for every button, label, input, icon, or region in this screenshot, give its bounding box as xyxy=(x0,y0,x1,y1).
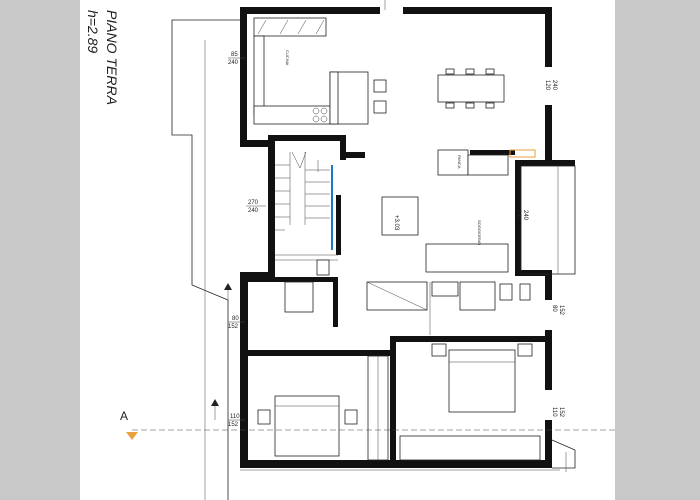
bath-tub xyxy=(459,281,496,311)
chair-5 xyxy=(465,102,475,109)
opening-left-4-bottom: 152 xyxy=(228,422,239,428)
wall-right-upper xyxy=(545,7,552,67)
drawing-title: PIANO TERRA xyxy=(104,10,120,105)
section-marker: A xyxy=(120,409,128,423)
opening-right-2-bottom: 140 xyxy=(515,210,521,221)
chair-4 xyxy=(445,102,455,109)
kitchen-counter-left xyxy=(253,35,265,117)
balcony xyxy=(520,165,576,275)
opening-left-1-top: 85 xyxy=(231,52,238,58)
stool-2 xyxy=(373,100,387,114)
wall-right-f xyxy=(545,330,552,390)
dining-table xyxy=(437,74,505,103)
opening-left-3-bottom: 152 xyxy=(228,324,239,330)
opening-right-4-top: 152 xyxy=(558,407,564,418)
wall-stair-inner xyxy=(336,195,341,255)
wall-right-b xyxy=(515,160,521,275)
room-label-soggiorno: SOGGIORNO xyxy=(477,220,482,245)
stool-1 xyxy=(373,79,387,93)
wall-stair-left xyxy=(268,140,275,275)
chair-6 xyxy=(485,102,495,109)
chair-3 xyxy=(485,68,495,75)
wall-top-left xyxy=(240,7,380,14)
hatch-1 xyxy=(257,19,267,35)
double-bed-second xyxy=(274,395,340,457)
bench xyxy=(437,149,469,176)
coffee-table xyxy=(381,196,419,236)
wall-right-g xyxy=(545,420,552,468)
room-label-panca: PANCA xyxy=(457,155,462,169)
double-bed-master xyxy=(448,349,516,413)
kitchen-counter-top xyxy=(253,17,327,37)
bench-long xyxy=(467,154,509,176)
sofa xyxy=(425,243,509,273)
room-label-cucina: CUCINA xyxy=(285,50,290,66)
drawing-subtitle: h=2.89 xyxy=(85,10,101,53)
site-boundary xyxy=(171,19,240,500)
hob-1 xyxy=(312,107,320,115)
wall-stair-right xyxy=(340,135,346,160)
arrow-left-2-head xyxy=(211,399,219,406)
wall-right-c xyxy=(515,160,575,166)
nightstand-second-2 xyxy=(344,409,358,425)
bath-wc xyxy=(499,283,513,301)
hob-2 xyxy=(320,107,328,115)
wall-stair-step xyxy=(340,152,365,158)
opening-right-3-bottom: 80 xyxy=(551,305,557,312)
wall-right-a xyxy=(545,105,552,160)
opening-left-1-bottom: 240 xyxy=(228,60,239,66)
wall-right-d xyxy=(515,270,545,276)
section-arrow xyxy=(126,432,138,440)
opening-left-2-bottom: 240 xyxy=(248,208,259,214)
wardrobe-master xyxy=(399,435,541,461)
opening-right-1-bottom: 120 xyxy=(544,80,550,91)
wall-top-right xyxy=(403,7,550,14)
wall-right-e xyxy=(545,270,552,300)
nightstand-master-2 xyxy=(517,343,533,357)
external-steps xyxy=(551,439,576,469)
nightstand-second-1 xyxy=(257,409,271,425)
wall-kitchen-left xyxy=(240,7,247,147)
wall-corridor-v xyxy=(333,277,338,327)
bath-bidet xyxy=(519,283,531,301)
chair-2 xyxy=(465,68,475,75)
opening-left-3-top: 80 xyxy=(232,316,239,322)
hob-4 xyxy=(320,115,328,123)
wall-mid-left xyxy=(240,350,395,356)
wall-kitchen-bottom xyxy=(240,140,275,147)
hob-3 xyxy=(312,115,320,123)
opening-right-2-top: 240 xyxy=(522,210,528,221)
window-accent xyxy=(509,149,536,158)
opening-left-2-top: 270 xyxy=(248,200,259,206)
wall-left-jog xyxy=(240,272,275,277)
hatch-4 xyxy=(315,19,325,35)
shelf-diagonal xyxy=(366,281,428,311)
wall-bath-divider xyxy=(390,336,396,466)
elevation-label: +3.03 xyxy=(393,215,399,231)
wall-corridor xyxy=(248,277,338,282)
nightstand-master-1 xyxy=(431,343,447,357)
wall-panca xyxy=(470,150,515,155)
staircase xyxy=(275,151,338,261)
hatch-2 xyxy=(279,19,289,35)
chair-1 xyxy=(445,68,455,75)
opening-left-4-top: 110 xyxy=(230,414,240,420)
washer xyxy=(284,281,314,313)
wall-left-mid xyxy=(240,272,248,467)
kitchen-island-end xyxy=(329,71,339,125)
tv-cabinet xyxy=(316,259,330,276)
arrow-left-1-head xyxy=(224,283,232,290)
hatch-3 xyxy=(297,19,307,35)
opening-right-4-bottom: 110 xyxy=(551,407,557,417)
wall-stair-top xyxy=(268,135,343,141)
bath-vanity xyxy=(431,281,459,297)
wall-mid-right xyxy=(395,336,552,342)
opening-right-1-top: 240 xyxy=(551,80,557,91)
opening-right-3-top: 152 xyxy=(558,305,564,316)
